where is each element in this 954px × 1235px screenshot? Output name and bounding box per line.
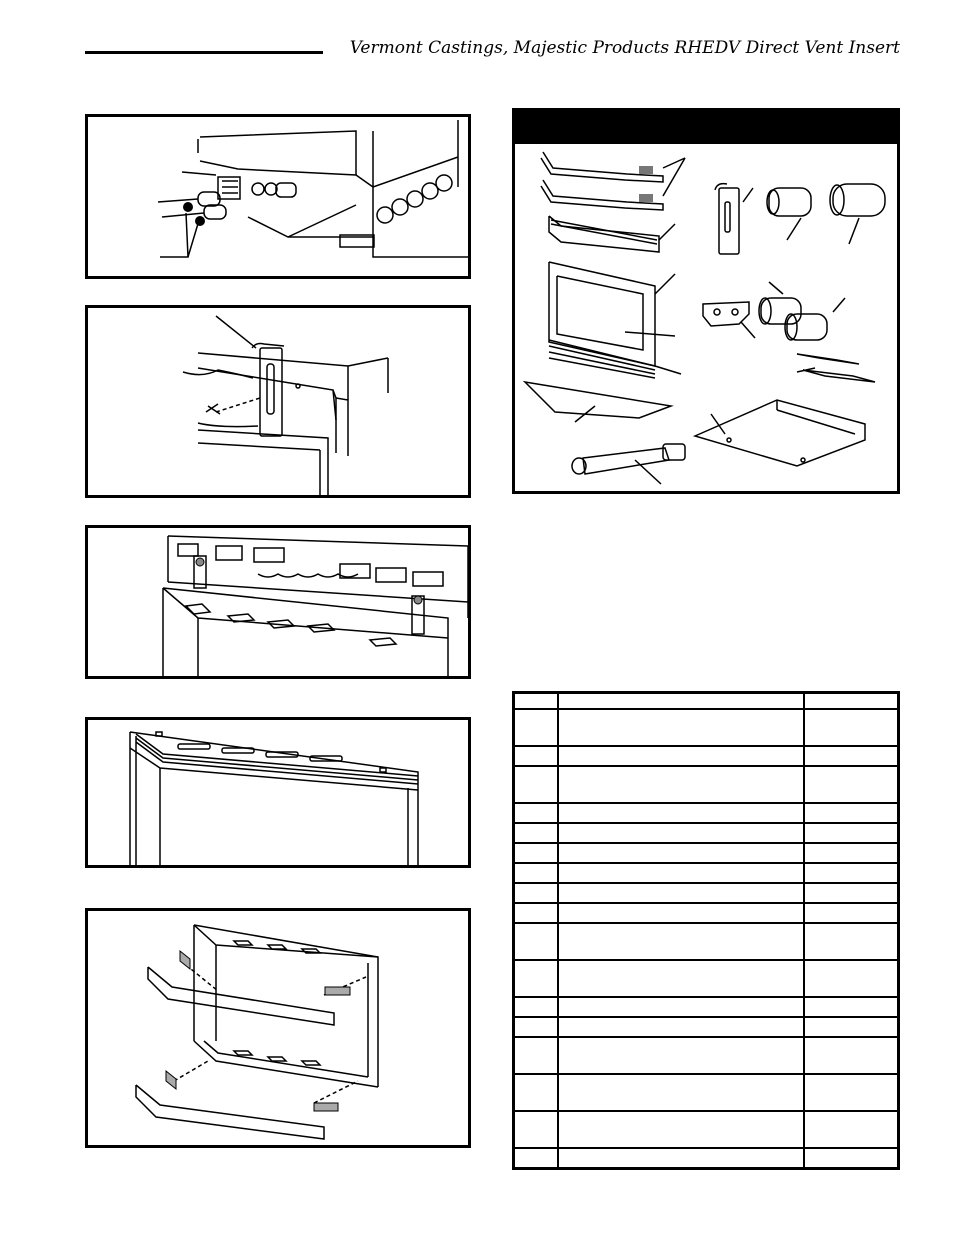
part-code-cell	[803, 766, 899, 804]
table-row	[513, 1148, 899, 1169]
part-code-cell	[803, 903, 899, 924]
description-cell	[557, 843, 805, 864]
part-code-cell	[803, 746, 899, 767]
part-code-cell	[803, 1074, 899, 1112]
header-rule	[85, 51, 323, 54]
figure-bracket-screw	[85, 305, 471, 498]
description-cell	[557, 923, 805, 961]
table-row	[513, 766, 899, 804]
louver-assembly-drawing	[129, 731, 419, 865]
part-number-cell	[513, 1037, 559, 1075]
description-cell	[557, 1111, 805, 1149]
part-number-cell	[513, 923, 559, 961]
table-row	[513, 1037, 899, 1075]
table-row	[513, 1074, 899, 1112]
kit-contents-box	[512, 108, 900, 494]
part-number-cell	[513, 766, 559, 804]
table-row	[513, 1111, 899, 1149]
part-code-cell	[803, 1111, 899, 1149]
part-code-cell	[803, 1037, 899, 1075]
gas-connections-drawing	[157, 120, 468, 258]
page-header-title: Vermont Castings, Majestic Products RHED…	[349, 38, 900, 58]
part-number-cell	[513, 1111, 559, 1149]
part-code-cell	[803, 803, 899, 824]
part-number-cell	[513, 803, 559, 824]
part-code-cell	[803, 923, 899, 961]
description-cell	[557, 903, 805, 924]
description-cell	[557, 1017, 805, 1038]
brackets-installed-drawing	[162, 535, 468, 676]
description-cell	[557, 766, 805, 804]
table-row	[513, 803, 899, 824]
description-cell	[557, 823, 805, 844]
kit-parts-drawing	[522, 151, 886, 485]
part-number-cell	[513, 692, 559, 710]
description-cell	[557, 863, 805, 884]
part-code-cell	[803, 823, 899, 844]
table-row	[513, 883, 899, 904]
table-header-row	[513, 692, 899, 710]
parts-list-table	[512, 691, 900, 1170]
description-cell	[557, 692, 805, 710]
table-row	[513, 997, 899, 1018]
part-code-cell	[804, 1148, 899, 1169]
part-number-cell	[513, 863, 559, 884]
part-code-cell	[803, 883, 899, 904]
part-code-cell	[803, 863, 899, 884]
description-cell	[557, 1148, 805, 1169]
description-cell	[557, 746, 805, 767]
description-cell	[557, 709, 805, 747]
part-number-cell	[513, 960, 559, 998]
part-number-cell	[513, 883, 559, 904]
part-number-cell	[513, 1148, 559, 1169]
part-code-cell	[803, 709, 899, 747]
part-code-cell	[803, 997, 899, 1018]
part-number-cell	[513, 1074, 559, 1112]
part-number-cell	[513, 823, 559, 844]
trim-bars-drawing	[135, 924, 379, 1140]
table-row	[513, 746, 899, 767]
bracket-screw-drawing	[182, 315, 389, 495]
figure-trim-bars	[85, 908, 471, 1148]
part-code-cell	[803, 1017, 899, 1038]
part-number-cell	[513, 709, 559, 747]
part-number-cell	[513, 903, 559, 924]
part-code-cell	[803, 843, 899, 864]
table-row	[513, 903, 899, 924]
part-code-cell	[803, 960, 899, 998]
description-cell	[557, 883, 805, 904]
part-number-cell	[513, 1017, 559, 1038]
part-number-cell	[513, 746, 559, 767]
description-cell	[557, 1074, 805, 1112]
table-row	[513, 1017, 899, 1038]
kit-title-bar	[515, 111, 897, 144]
description-cell	[557, 1037, 805, 1075]
table-row	[513, 843, 899, 864]
description-cell	[557, 997, 805, 1018]
figure-brackets-installed	[85, 525, 471, 679]
table-row	[513, 709, 899, 747]
part-number-cell	[513, 997, 559, 1018]
figure-louver-assembly	[85, 717, 471, 868]
table-row	[513, 863, 899, 884]
table-row	[513, 923, 899, 961]
table-row	[513, 823, 899, 844]
table-row	[513, 960, 899, 998]
figure-gas-connections	[85, 114, 471, 279]
part-code-cell	[803, 692, 899, 710]
description-cell	[557, 960, 805, 998]
description-cell	[557, 803, 805, 824]
part-number-cell	[513, 843, 559, 864]
